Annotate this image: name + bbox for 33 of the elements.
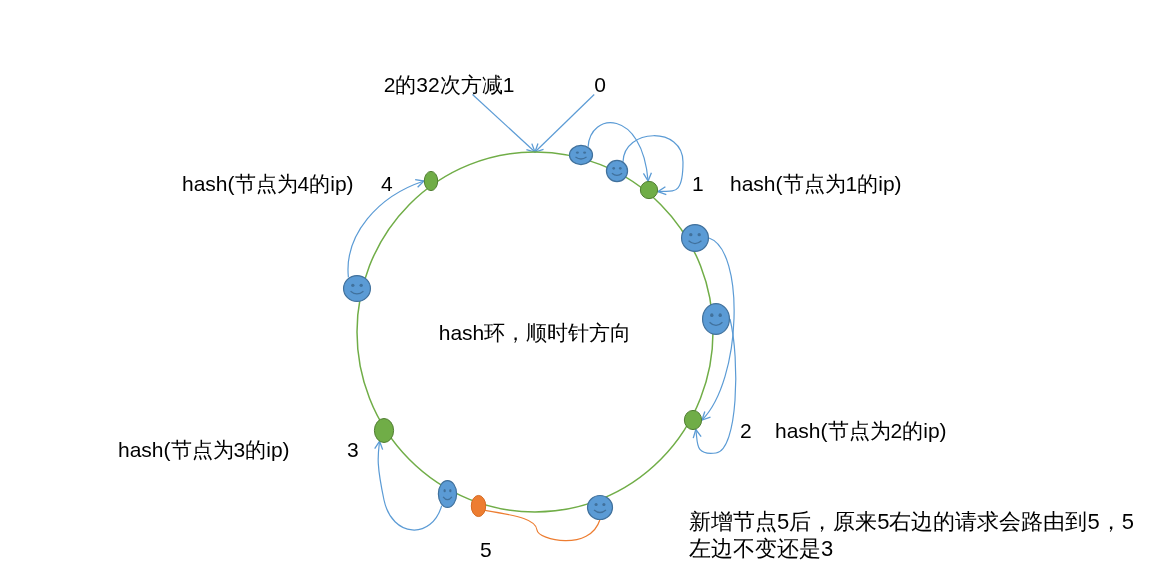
node-dot (684, 410, 702, 430)
node-number: 5 (480, 538, 492, 560)
ring-label: hash环，顺时针方向 (438, 321, 632, 343)
smiley-face-icon (606, 160, 628, 182)
arrow (587, 122, 652, 182)
node-number: 4 (381, 172, 393, 194)
note-text: 新增节点5后，原来5右边的请求会路由到5，5左边不变还是3 (689, 508, 1135, 562)
connector-line (484, 509, 601, 542)
node-dot (374, 417, 394, 443)
node-label: hash(节点为1的ip) (730, 172, 902, 194)
annotation-text: 2的32次方减1 (383, 73, 515, 95)
node-dot (424, 171, 438, 191)
node-number: 2 (740, 419, 752, 441)
arrow (347, 179, 425, 278)
node-label: hash(节点为2的ip) (775, 419, 947, 441)
arrow (374, 440, 443, 531)
smiley-face-icon (343, 274, 371, 302)
annotation-text: 0 (594, 73, 606, 95)
smiley-face-icon (569, 145, 593, 165)
arrow (534, 93, 595, 153)
arrow (471, 93, 536, 153)
node-number: 1 (692, 172, 704, 194)
node-label: hash(节点为3的ip) (118, 438, 290, 460)
node-dot (640, 181, 658, 199)
arrow (701, 237, 735, 421)
node-dot (470, 495, 486, 517)
node-number: 3 (347, 438, 359, 460)
smiley-face-icon (681, 224, 709, 252)
smiley-face-icon (702, 303, 730, 335)
smiley-face-icon (587, 494, 613, 520)
hash-ring (357, 152, 713, 512)
smiley-face-icon (437, 480, 457, 508)
arrow (622, 135, 684, 196)
